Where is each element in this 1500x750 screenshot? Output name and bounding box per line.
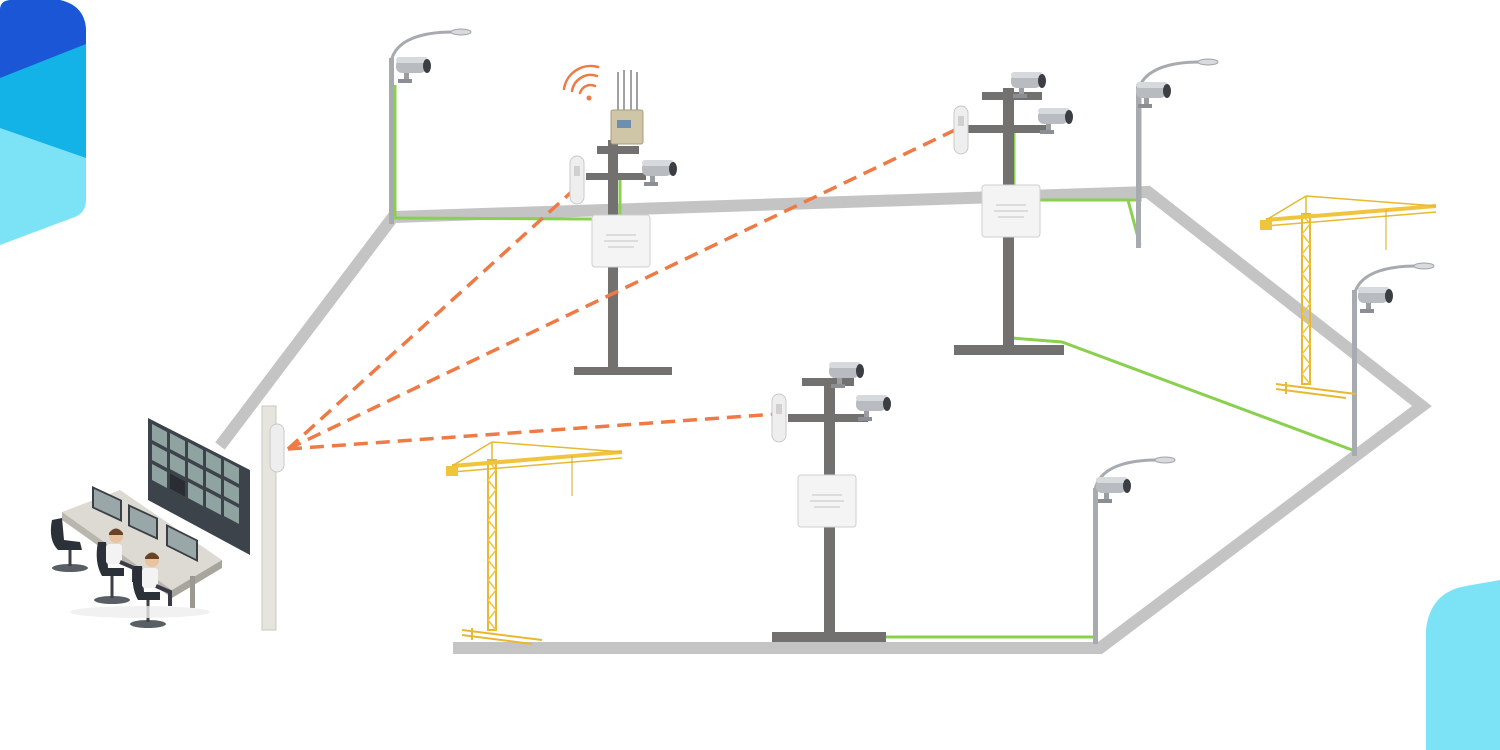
office-chair-icon xyxy=(50,518,88,572)
corner-accent-bottom-right xyxy=(1426,580,1500,750)
cctv-camera-icon xyxy=(856,395,891,421)
cctv-camera-icon xyxy=(396,57,431,83)
outdoor-enclosure-icon xyxy=(591,214,651,268)
monitor-icon xyxy=(92,486,198,562)
wifi-signal-icon xyxy=(562,64,600,101)
cctv-camera-icon xyxy=(1136,82,1171,108)
outdoor-enclosure-icon xyxy=(981,184,1041,238)
wireless-bridge-icon xyxy=(771,393,787,443)
tower-crane-icon xyxy=(444,440,624,646)
wireless-links xyxy=(286,128,956,451)
wireless-bridge-icon xyxy=(569,155,585,205)
street-light-pole-icon xyxy=(1093,455,1177,644)
outdoor-ap-icon xyxy=(610,70,644,145)
video-wall xyxy=(148,418,250,555)
perimeter-wall xyxy=(215,185,1432,654)
main-pole xyxy=(261,405,285,631)
monitoring-room-icon xyxy=(50,418,250,630)
cctv-camera-icon xyxy=(642,160,677,186)
cctv-camera-icon xyxy=(1096,477,1131,503)
wireless-bridge-icon xyxy=(953,105,969,155)
outdoor-enclosure-icon xyxy=(797,474,857,528)
cctv-camera-icon xyxy=(1358,287,1393,313)
street-light-pole-icon xyxy=(1136,57,1220,248)
street-light-pole-icon xyxy=(1352,261,1436,456)
cctv-camera-icon xyxy=(1038,108,1073,134)
street-light-pole-icon xyxy=(389,27,473,224)
corner-accent-top-left xyxy=(0,0,86,245)
